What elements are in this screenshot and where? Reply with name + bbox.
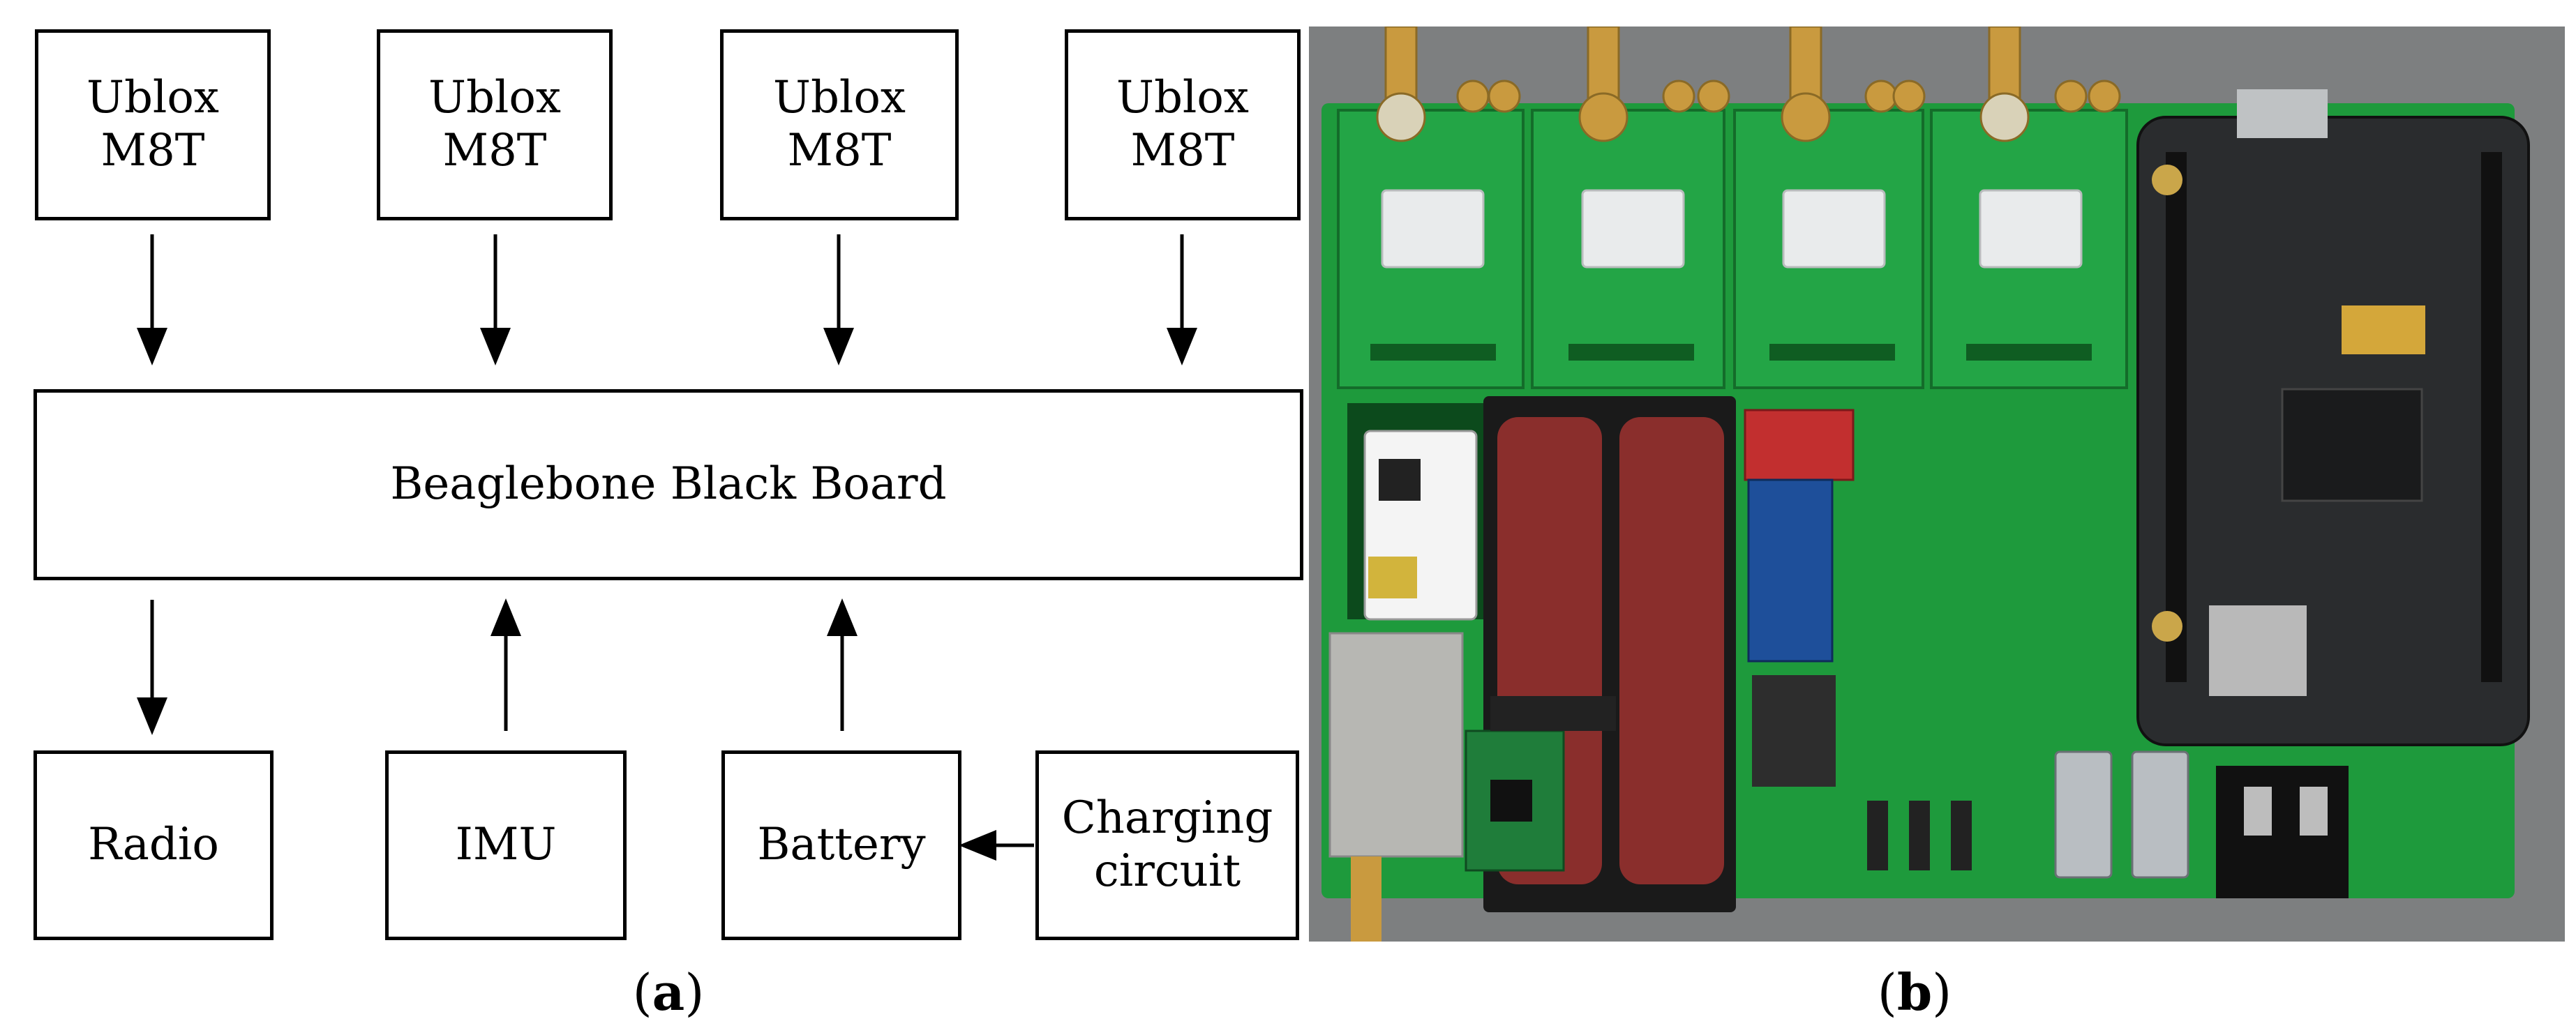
beaglebone-board: Beaglebone Black Board bbox=[33, 389, 1303, 580]
pin-headers bbox=[1490, 696, 1972, 870]
beaglebone-black bbox=[2136, 89, 2530, 746]
arrow-board-to-radio bbox=[137, 600, 167, 735]
arrow-gnss2-to-board bbox=[480, 234, 511, 365]
arrow-gnss3-to-board bbox=[823, 234, 854, 365]
arrow-gnss1-to-board bbox=[137, 234, 167, 365]
arrow-gnss4-to-board bbox=[1167, 234, 1197, 365]
battery-block: Battery bbox=[721, 750, 961, 940]
gnss-module-4: Ublox M8T bbox=[1065, 29, 1301, 220]
charging-circuit-block: Charging circuit bbox=[1035, 750, 1299, 940]
gnss-board-1 bbox=[1337, 109, 1525, 389]
radio-block: Radio bbox=[33, 750, 274, 940]
caption-a: (a) bbox=[632, 962, 705, 1022]
gnss-board-3 bbox=[1733, 109, 1924, 389]
imu-block: IMU bbox=[385, 750, 627, 940]
block-diagram: Ublox M8T Ublox M8T Ublox M8T Ublox M8T … bbox=[33, 29, 1303, 1022]
arrow-battery-to-board bbox=[827, 598, 858, 731]
gnss-module-3: Ublox M8T bbox=[720, 29, 959, 220]
usb-ports bbox=[2054, 750, 2189, 879]
gnss-module-2: Ublox M8T bbox=[377, 29, 613, 220]
sma-connectors bbox=[1376, 27, 2121, 142]
power-switch bbox=[2216, 766, 2349, 898]
gnss-module-1: Ublox M8T bbox=[35, 29, 271, 220]
caption-b: (b) bbox=[1877, 962, 1952, 1022]
gnss-board-4 bbox=[1930, 109, 2128, 389]
arrow-charging-to-battery bbox=[959, 830, 1034, 861]
radio-module bbox=[1328, 632, 1464, 942]
pcb-illustration bbox=[1321, 27, 2530, 942]
imu-module bbox=[1465, 730, 1565, 872]
arrow-imu-to-board bbox=[491, 598, 521, 731]
charging-boards bbox=[1744, 409, 1855, 787]
gnss-board-2 bbox=[1531, 109, 1725, 389]
wifi-module bbox=[1347, 403, 1483, 621]
pcb-photo bbox=[1309, 27, 2565, 942]
